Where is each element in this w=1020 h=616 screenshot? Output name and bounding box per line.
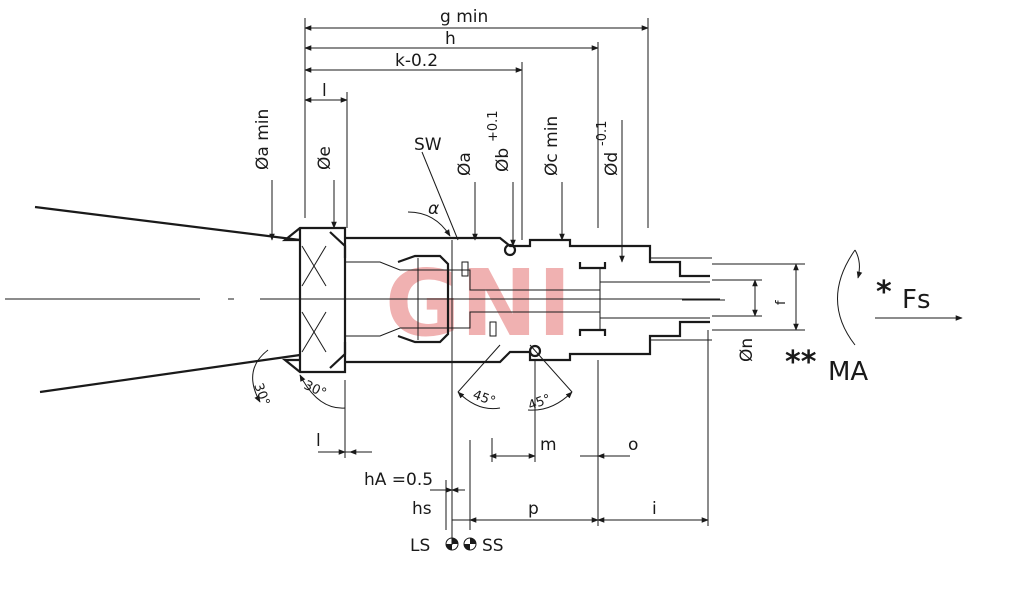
label-a-min: Øa min — [253, 109, 273, 170]
label-e: Øe — [315, 146, 335, 170]
label-o: o — [628, 435, 638, 455]
label-ma-star: ** — [785, 345, 817, 380]
diameter-leaders — [269, 120, 625, 263]
label-d-tol: -0.1 — [595, 121, 610, 146]
label-ma: MA — [828, 357, 868, 387]
label-p: p — [528, 499, 539, 519]
watermark: GNI — [385, 250, 572, 357]
label-c-min: Øc min — [542, 116, 562, 176]
label-angle-45-left: 45° — [471, 388, 498, 410]
label-hs: hs — [412, 499, 432, 519]
label-angle-45-right: 45° — [526, 392, 553, 414]
label-m: m — [540, 435, 557, 455]
label-i: i — [652, 499, 657, 519]
label-ha: hA =0.5 — [364, 470, 433, 490]
label-h: h — [445, 29, 456, 49]
label-g-min: g min — [440, 7, 488, 27]
label-f: f — [774, 300, 789, 305]
label-sw: SW — [414, 135, 442, 155]
top-dimensions — [304, 18, 649, 240]
label-angle-30-right: 30° — [301, 378, 328, 401]
cone-lines — [34, 205, 301, 394]
bottom-dimensions — [318, 240, 709, 545]
label-d: Ød — [602, 152, 622, 176]
label-b-tol: +0.1 — [486, 110, 501, 142]
label-l-top: l — [322, 81, 327, 101]
right-dimensions — [712, 249, 963, 346]
label-fs: Fs — [902, 285, 931, 315]
label-l-bottom: l — [316, 431, 321, 451]
label-angle-30-left: 30° — [250, 381, 272, 408]
ls-ss-symbols — [445, 537, 477, 551]
label-fs-star: * — [876, 275, 892, 310]
label-b: Øb — [493, 148, 513, 172]
label-ss: SS — [482, 536, 504, 556]
angle-arcs — [252, 344, 573, 411]
label-ls: LS — [410, 536, 430, 556]
label-alpha: α — [428, 199, 439, 219]
label-k: k-0.2 — [395, 51, 438, 71]
label-a: Øa — [455, 152, 475, 176]
label-n: Øn — [737, 338, 757, 362]
